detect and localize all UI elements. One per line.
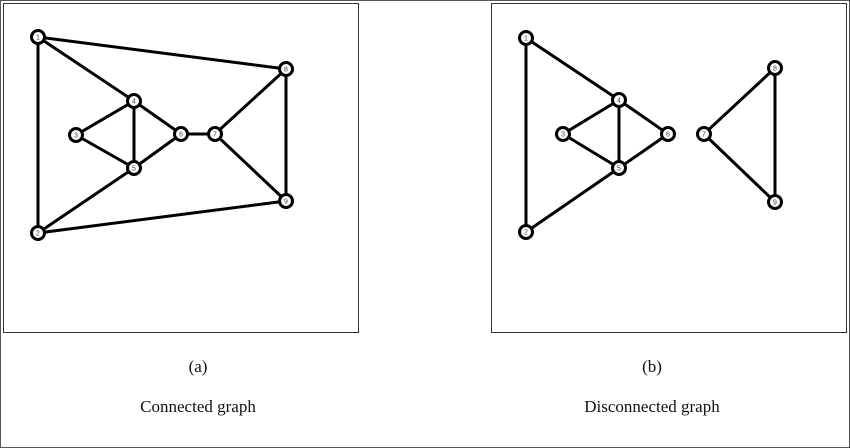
node-a-1 xyxy=(30,29,46,45)
node-label: 1 xyxy=(524,36,528,43)
node-label: 8 xyxy=(773,66,777,73)
node-label: 3 xyxy=(561,132,565,139)
node-b-9 xyxy=(767,194,783,210)
node-b-4 xyxy=(611,92,627,108)
node-label: 7 xyxy=(213,132,217,139)
edge-a-1-4 xyxy=(37,35,135,103)
edge-b-3-4 xyxy=(562,98,620,136)
edge-a-4-6 xyxy=(133,99,182,136)
node-label: 2 xyxy=(36,231,40,238)
node-b-1 xyxy=(518,30,534,46)
edge-b-2-5 xyxy=(525,166,620,234)
edge-b-5-6 xyxy=(618,132,669,170)
node-label: 9 xyxy=(284,199,288,206)
node-label: 5 xyxy=(132,166,136,173)
node-label: 4 xyxy=(132,99,136,106)
panel-a-label: (a) xyxy=(188,357,208,376)
edge-b-1-4 xyxy=(525,36,620,102)
node-label: 6 xyxy=(179,132,183,139)
node-label: 8 xyxy=(284,67,288,74)
node-label: 4 xyxy=(617,98,621,105)
node-label: 5 xyxy=(617,166,621,173)
edge-a-2-5 xyxy=(37,166,135,235)
edge-a-7-9 xyxy=(213,132,288,203)
panel-disconnected-graph xyxy=(491,3,847,333)
node-label: 2 xyxy=(524,230,528,237)
edge-a-2-9 xyxy=(37,199,287,235)
panel-connected-graph xyxy=(3,3,359,333)
panel-a-caption: Connected graph xyxy=(140,397,256,416)
node-a-9 xyxy=(278,193,294,209)
node-b-8 xyxy=(767,60,783,76)
node-a-2 xyxy=(30,225,46,241)
node-label: 3 xyxy=(74,133,78,140)
panel-b-caption: Disconnected graph xyxy=(584,397,720,416)
edge-b-7-9 xyxy=(702,132,777,204)
edge-a-3-5 xyxy=(75,133,135,170)
node-b-6 xyxy=(660,126,676,142)
edge-b-7-8 xyxy=(702,66,777,136)
panel-b-label: (b) xyxy=(642,357,662,376)
node-label: 9 xyxy=(773,200,777,207)
node-a-6 xyxy=(173,126,189,142)
node-a-5 xyxy=(126,160,142,176)
edge-a-5-6 xyxy=(133,132,182,170)
node-b-5 xyxy=(611,160,627,176)
edge-a-3-4 xyxy=(75,99,135,137)
node-label: 7 xyxy=(702,132,706,139)
node-b-3 xyxy=(555,126,571,142)
node-a-8 xyxy=(278,61,294,77)
edge-b-4-6 xyxy=(618,98,669,136)
node-label: 1 xyxy=(36,35,40,42)
node-b-2 xyxy=(518,224,534,240)
edge-b-3-5 xyxy=(562,132,620,170)
node-a-4 xyxy=(126,93,142,109)
node-b-7 xyxy=(696,126,712,142)
node-a-3 xyxy=(68,127,84,143)
edge-a-7-8 xyxy=(213,67,288,136)
node-a-7 xyxy=(207,126,223,142)
edge-a-1-8 xyxy=(37,35,287,71)
node-label: 6 xyxy=(666,132,670,139)
